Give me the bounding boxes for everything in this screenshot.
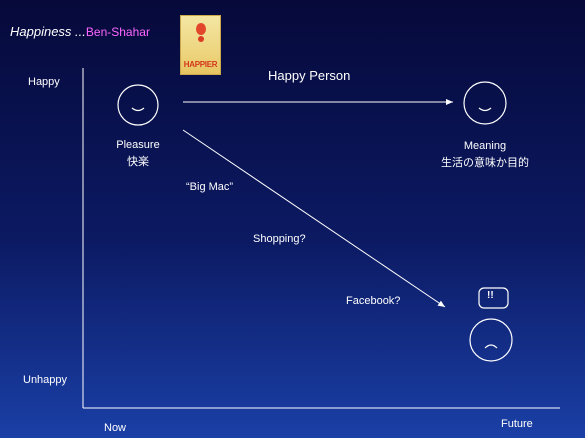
title-ellipsis: ... <box>71 24 86 39</box>
facebook-label: Facebook? <box>346 295 401 307</box>
big-mac-label: “Big Mac” <box>186 181 234 193</box>
meaning-label-jp: 生活の意味か目的 <box>441 157 529 169</box>
decline-arrow <box>182 129 446 308</box>
speech-bubble-icon <box>478 287 509 309</box>
title-main: Happiness <box>10 24 72 39</box>
meaning-label: Meaning <box>463 140 507 152</box>
y-axis-bottom-label: Unhappy <box>23 374 68 386</box>
x-axis-left-label: Now <box>104 422 127 434</box>
book-cover-title: HAPPIER <box>183 60 218 69</box>
pleasure-label-jp: 快楽 <box>127 156 149 168</box>
title-author: Ben-Shahar <box>85 25 150 39</box>
happy-person-label: Happy Person <box>268 68 351 83</box>
speech-bubble-text: !! <box>487 290 494 301</box>
x-axis-right-label: Future <box>501 418 533 430</box>
pleasure-smiley-icon <box>117 84 159 126</box>
slide-title: Happiness ...Ben-Shahar <box>10 24 150 39</box>
book-lantern-shape-small <box>198 36 204 42</box>
y-axis-top-label: Happy <box>28 76 60 88</box>
shopping-label: Shopping? <box>253 233 306 245</box>
book-cover-image: HAPPIER <box>180 15 221 75</box>
pleasure-label: Pleasure <box>116 139 160 151</box>
meaning-smiley-icon <box>463 81 507 125</box>
unhappy-face-icon <box>469 318 513 362</box>
book-lantern-shape <box>196 23 206 35</box>
